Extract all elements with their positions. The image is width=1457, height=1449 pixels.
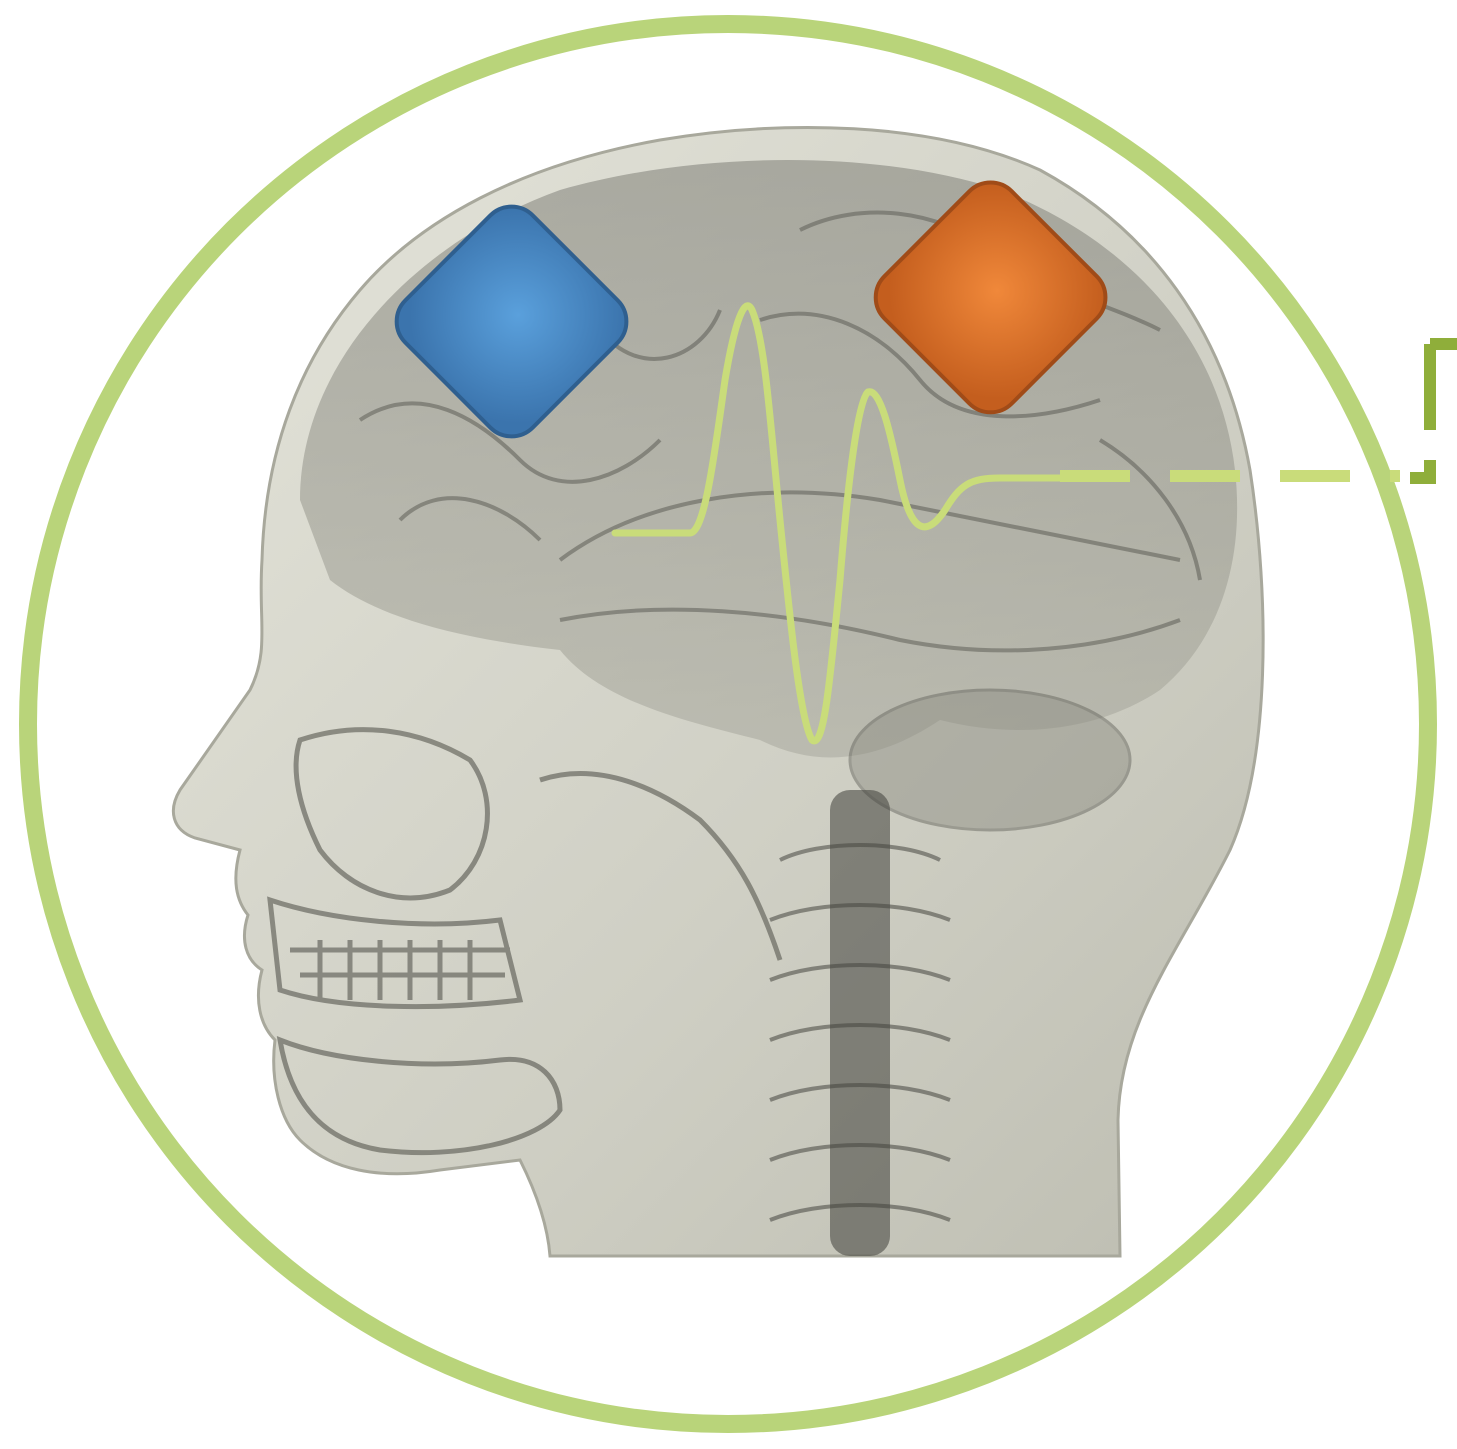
bracket-marker xyxy=(1410,344,1457,478)
cerebellum xyxy=(850,690,1130,830)
